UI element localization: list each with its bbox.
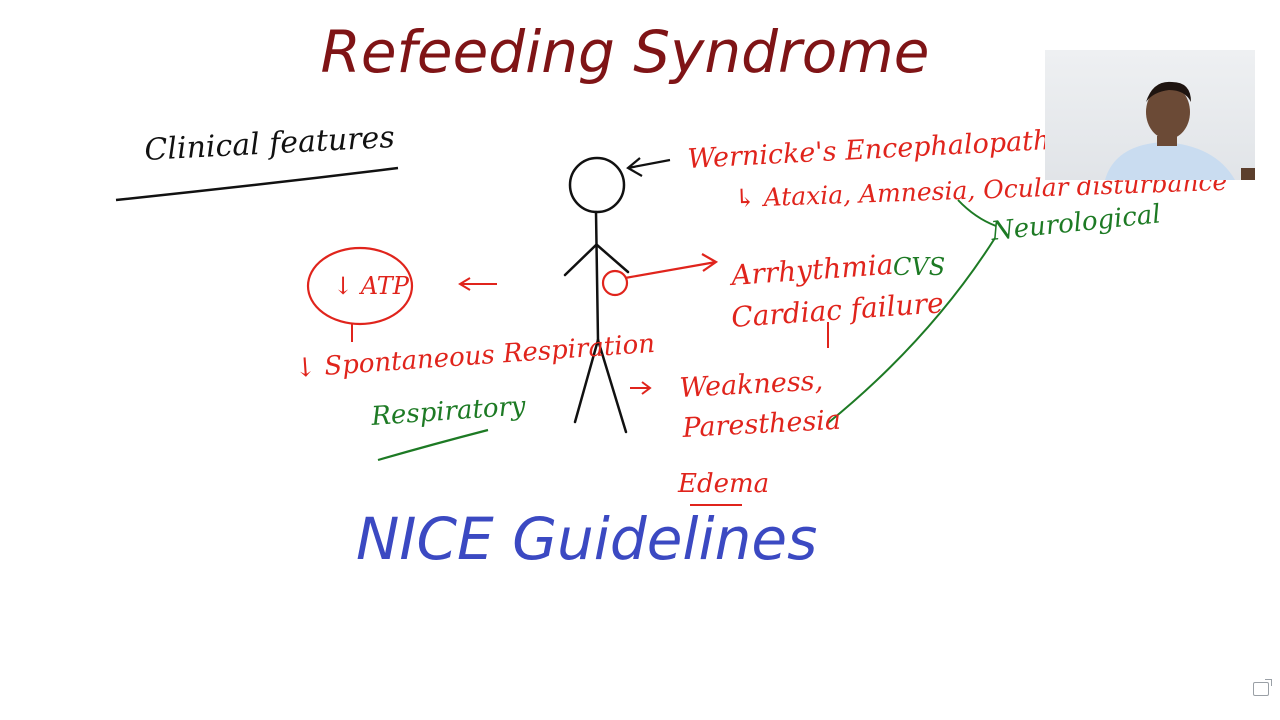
slide-title: Refeeding Syndrome [320, 18, 930, 86]
annotation-wernickes: Wernicke's Encephalopathy [687, 124, 1067, 175]
annotation-spontaneous-respiration: ↓ Spontaneous Respiration [293, 329, 656, 384]
cast-icon[interactable] [1253, 679, 1272, 696]
arrow-from-figure [458, 277, 497, 291]
annotation-cvs: CVS [893, 253, 945, 281]
atp-bubble [306, 246, 414, 326]
arrow-to-heart-annotations [624, 253, 719, 280]
stick-figure [563, 156, 630, 434]
annotation-weakness: Weakness, [679, 366, 824, 404]
arrow-to-head [626, 157, 671, 177]
annotation-atp: ↓ ATP [333, 272, 410, 300]
presenter-webcam-overlay [1045, 50, 1255, 180]
presenter-video [1105, 81, 1255, 180]
heart-marker [601, 269, 629, 297]
underline-clinical-features [115, 166, 399, 202]
slide-subtitle: NICE Guidelines [356, 505, 818, 573]
annotation-paresthesia: Paresthesia [681, 405, 842, 444]
annotation-clinical-features: Clinical features [144, 120, 396, 168]
underline-respiratory [377, 428, 489, 462]
arrow-neurological [827, 237, 996, 424]
annotation-cardiac-failure: Cardiac failure [730, 286, 944, 334]
annotation-neurological: Neurological [989, 199, 1162, 247]
annotation-edema: Edema [677, 469, 769, 499]
annotation-arrhythmia: Arrhythmia [727, 248, 894, 292]
annotation-respiratory: Respiratory [369, 391, 526, 432]
arrow-to-legs-annotations [630, 381, 652, 395]
